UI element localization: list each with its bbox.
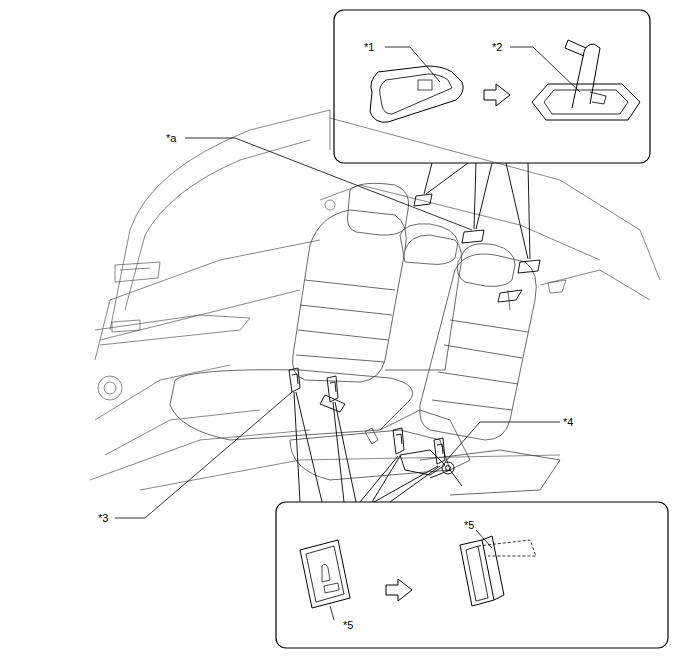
callout-number: *5 — [343, 619, 353, 632]
callout-number: *a — [166, 132, 176, 145]
callout-number: *4 — [563, 416, 573, 429]
callout-number: *5 — [464, 519, 474, 532]
callout-number: *2 — [492, 41, 502, 54]
callout-number: *1 — [364, 41, 374, 54]
callout-number: *3 — [98, 512, 108, 525]
